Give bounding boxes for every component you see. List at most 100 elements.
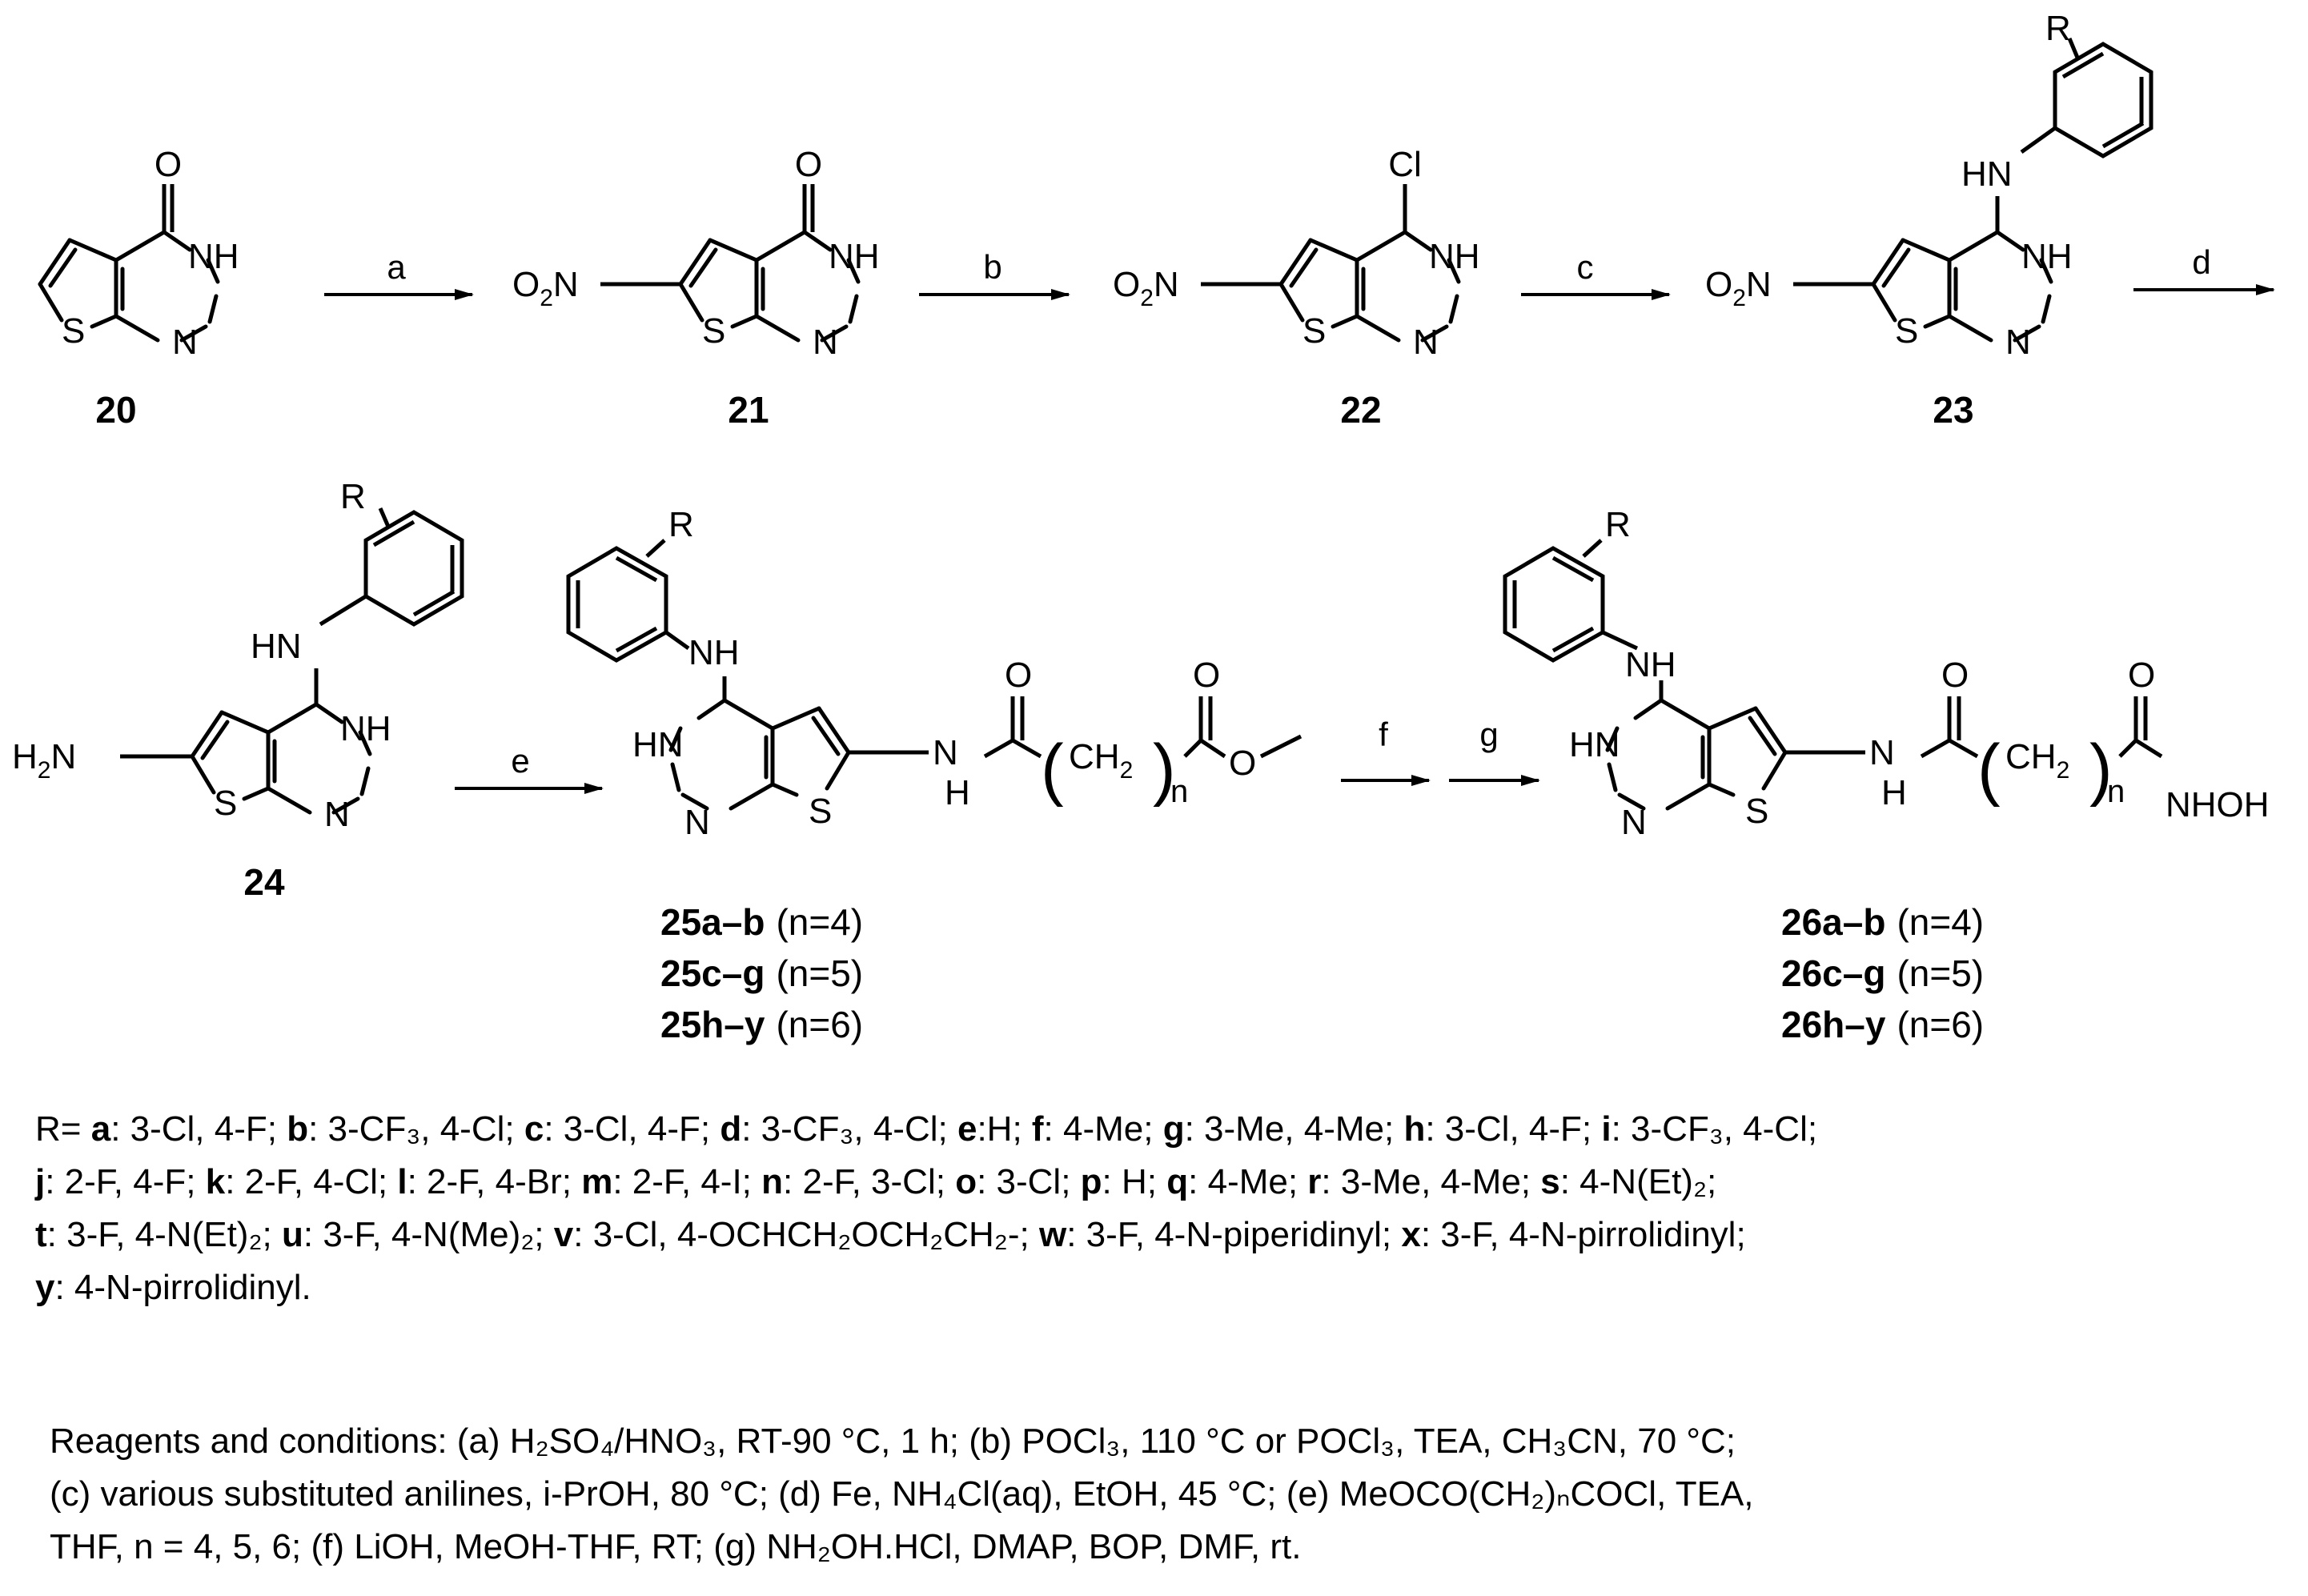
svg-text:R: R bbox=[340, 477, 366, 516]
svg-text:NHOH: NHOH bbox=[2166, 785, 2270, 824]
r-group-list: a: 3-Cl, 4-F; b: 3-CF₃, 4-Cl; c: 3-Cl, 4… bbox=[35, 1109, 1817, 1307]
r-group-key: e bbox=[957, 1109, 977, 1149]
r-group-key: q bbox=[1166, 1162, 1189, 1201]
svg-text:O: O bbox=[1193, 656, 1220, 695]
svg-text:N: N bbox=[2005, 323, 2031, 362]
svg-text:HN: HN bbox=[1961, 154, 2013, 194]
svg-text:NH: NH bbox=[829, 237, 880, 276]
svg-text:HN: HN bbox=[1569, 725, 1620, 764]
compound-label-20: 20 bbox=[95, 389, 136, 431]
r-group-key: p bbox=[1080, 1162, 1102, 1201]
atom-s: S bbox=[62, 311, 85, 351]
r-group-key: h bbox=[1403, 1109, 1426, 1149]
r-group-key: v bbox=[553, 1215, 574, 1254]
svg-text:S: S bbox=[1303, 311, 1326, 351]
r-group-value: : 3-Me, 4-Me; bbox=[1321, 1162, 1541, 1201]
svg-text:S: S bbox=[1745, 792, 1768, 831]
r-group-value: : 4-Me; bbox=[1188, 1162, 1308, 1201]
svg-text:H: H bbox=[945, 773, 970, 812]
svg-text:): ) bbox=[1153, 731, 1176, 808]
r-group-key: x bbox=[1401, 1215, 1421, 1254]
arrow-label-f: f bbox=[1379, 716, 1388, 753]
compound-24-structure: HN R NH N S H2N bbox=[12, 477, 464, 834]
svg-text:O: O bbox=[1941, 656, 1969, 695]
svg-text:N: N bbox=[1869, 733, 1895, 772]
svg-text:n: n bbox=[2107, 774, 2125, 809]
product-26-line: 26h–y(n=6) bbox=[1781, 1004, 1984, 1045]
compound-label-21: 21 bbox=[728, 389, 769, 431]
compound-26-structure: R NH HN N S N H O ( CH2 ) n O NHOH bbox=[1503, 505, 2270, 842]
product-25-line: 25a–b(n=4) bbox=[660, 901, 863, 943]
arrow-label-a: a bbox=[387, 248, 406, 286]
r-group-value: : 3-F, 4-N(Me)₂; bbox=[303, 1215, 554, 1254]
r-group-key: u bbox=[281, 1215, 303, 1254]
svg-text:NH: NH bbox=[2021, 237, 2073, 276]
svg-text:R: R bbox=[1605, 505, 1631, 544]
r-group-value: : 3-Cl, 4-F; bbox=[110, 1109, 287, 1149]
svg-text:NH: NH bbox=[1625, 645, 1676, 684]
r-group-value: : 2-F, 4-I; bbox=[612, 1162, 762, 1201]
r-group-value: : 3-CF₃, 4-Cl; bbox=[1611, 1109, 1818, 1149]
r-group-key: f bbox=[1031, 1109, 1044, 1149]
arrow-label-d: d bbox=[2192, 243, 2210, 281]
svg-text:H: H bbox=[1881, 773, 1907, 812]
arrow-label-g: g bbox=[1479, 716, 1498, 753]
compound-20-structure: O NH N S bbox=[40, 145, 239, 362]
arrow-label-b: b bbox=[983, 248, 1001, 286]
r-group-key: d bbox=[720, 1109, 742, 1149]
svg-text:HN: HN bbox=[632, 725, 684, 764]
compound-23-structure: HN R NH N S O2N bbox=[1705, 9, 2153, 362]
r-group-value: : 3-Cl, 4-F; bbox=[544, 1109, 720, 1149]
r-group-definitions: R= a: 3-Cl, 4-F; b: 3-CF₃, 4-Cl; c: 3-Cl… bbox=[35, 1103, 2277, 1314]
svg-text:N: N bbox=[324, 795, 350, 834]
compound-label-23: 23 bbox=[1933, 389, 1973, 431]
svg-text:(: ( bbox=[1041, 731, 1064, 808]
nitro-group: O2N bbox=[512, 265, 579, 311]
svg-text:CH2: CH2 bbox=[2005, 737, 2069, 784]
svg-text:N: N bbox=[1621, 803, 1647, 842]
svg-text:NH: NH bbox=[1429, 237, 1480, 276]
r-group-value: : 2-F, 4-Cl; bbox=[225, 1162, 398, 1201]
r-group-value: :H; bbox=[977, 1109, 1032, 1149]
svg-text:R: R bbox=[668, 505, 694, 544]
svg-text:N: N bbox=[1413, 323, 1439, 362]
svg-text:O: O bbox=[1005, 656, 1032, 695]
r-group-value: : 3-Cl, 4-OCHCH₂OCH₂CH₂-; bbox=[573, 1215, 1039, 1254]
svg-text:): ) bbox=[2089, 731, 2113, 808]
compound-label-24: 24 bbox=[243, 861, 285, 903]
amino-group: H2N bbox=[12, 737, 76, 784]
product-26-line: 26a–b(n=4) bbox=[1781, 901, 1984, 943]
r-group-key: i bbox=[1601, 1109, 1612, 1149]
r-group-key: t bbox=[35, 1215, 47, 1254]
r-group-key: y bbox=[35, 1268, 55, 1307]
compound-label-22: 22 bbox=[1340, 389, 1381, 431]
product-labels-25: 25a–b(n=4) 25c–g(n=5) 25h–y(n=6) bbox=[660, 901, 863, 1045]
reaction-scheme: O NH N S 20 a O NH N S O2N 21 b Cl NH N … bbox=[12, 9, 2275, 1045]
arrow-label-c: c bbox=[1577, 248, 1594, 286]
svg-text:R: R bbox=[2045, 9, 2071, 48]
r-group-key: b bbox=[287, 1109, 309, 1149]
svg-text:O2N: O2N bbox=[1705, 265, 1772, 311]
svg-text:N: N bbox=[813, 323, 838, 362]
r-group-value: : 3-F, 4-N-pirrolidinyl; bbox=[1420, 1215, 1746, 1254]
reagents-line: (c) various substituted anilines, i-PrOH… bbox=[50, 1474, 1754, 1514]
compound-22-structure: Cl NH N S O2N bbox=[1113, 145, 1480, 362]
svg-text:O: O bbox=[1229, 744, 1256, 783]
svg-text:O: O bbox=[2128, 656, 2155, 695]
svg-text:S: S bbox=[702, 311, 725, 351]
atom-n: N bbox=[172, 323, 198, 362]
arrow-label-e: e bbox=[511, 742, 529, 780]
r-group-key: m bbox=[581, 1162, 613, 1201]
atom-o: O bbox=[155, 145, 182, 184]
svg-text:S: S bbox=[809, 792, 832, 831]
svg-text:CH2: CH2 bbox=[1069, 737, 1133, 784]
r-group-value: : 2-F, 4-Br; bbox=[407, 1162, 582, 1201]
svg-text:NH: NH bbox=[688, 633, 740, 672]
r-group-value: : 4-N(Et)₂; bbox=[1559, 1162, 1717, 1201]
r-group-key: s bbox=[1540, 1162, 1560, 1201]
r-group-key: w bbox=[1038, 1215, 1067, 1254]
r-group-value: : 3-F, 4-N-piperidinyl; bbox=[1066, 1215, 1402, 1254]
r-group-value: : 3-Cl; bbox=[977, 1162, 1081, 1201]
svg-text:N: N bbox=[684, 803, 710, 842]
r-group-value: : 2-F, 4-F; bbox=[45, 1162, 206, 1201]
